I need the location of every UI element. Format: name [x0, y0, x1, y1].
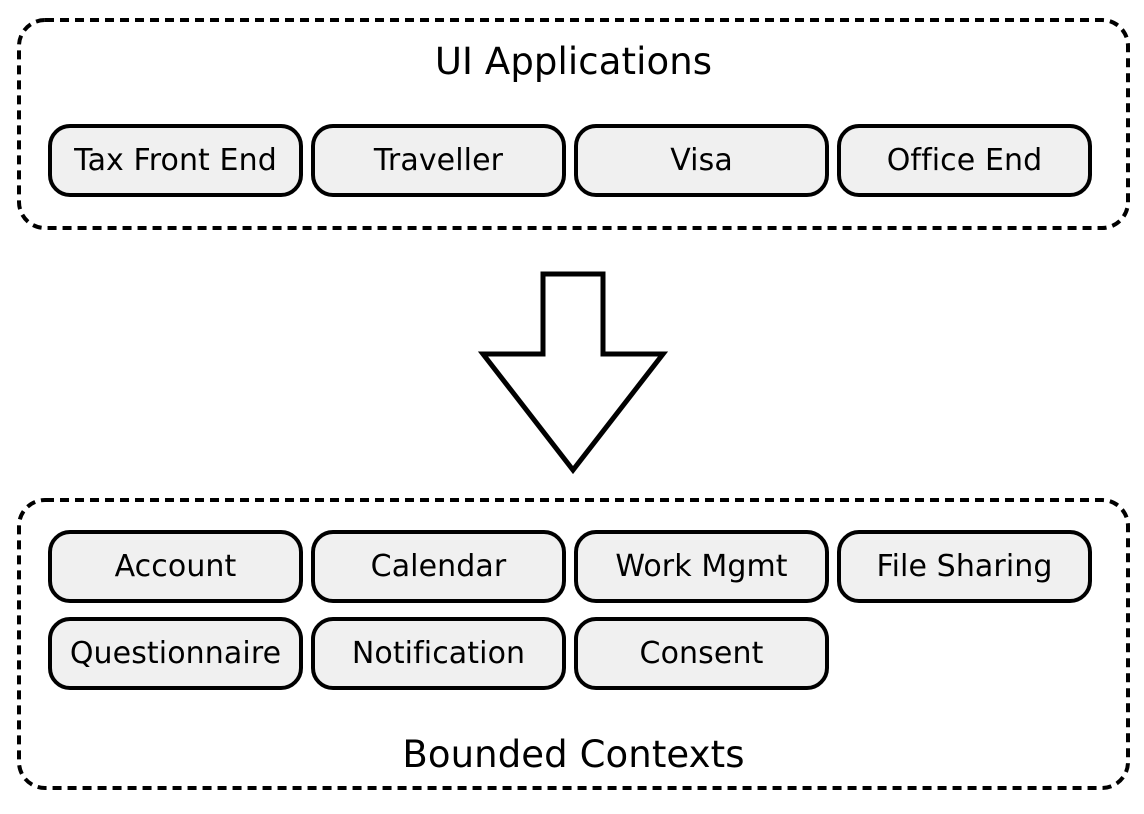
node-label: Notification	[351, 635, 526, 671]
ui-applications-title: UI Applications	[434, 40, 713, 83]
node-account[interactable]: Account	[48, 530, 303, 603]
node-label: Visa	[670, 142, 733, 178]
node-work-mgmt[interactable]: Work Mgmt	[574, 530, 829, 603]
node-label: Calendar	[370, 548, 507, 584]
node-file-sharing[interactable]: File Sharing	[837, 530, 1092, 603]
node-consent[interactable]: Consent	[574, 617, 829, 690]
node-label: File Sharing	[876, 548, 1053, 584]
node-label: Office End	[886, 142, 1043, 178]
node-label: Traveller	[373, 142, 504, 178]
node-label: Tax Front End	[74, 142, 277, 178]
bounded-contexts-group[interactable]: Bounded Contexts	[17, 498, 1130, 790]
node-calendar[interactable]: Calendar	[311, 530, 566, 603]
down-arrow	[476, 266, 670, 478]
node-label: Questionnaire	[69, 635, 282, 671]
bounded-contexts-title: Bounded Contexts	[402, 733, 745, 776]
node-tax-front-end[interactable]: Tax Front End	[48, 124, 303, 197]
node-traveller[interactable]: Traveller	[311, 124, 566, 197]
node-label: Consent	[639, 635, 764, 671]
node-office-end[interactable]: Office End	[837, 124, 1092, 197]
ui-applications-group[interactable]: UI Applications	[17, 18, 1130, 230]
node-label: Account	[114, 548, 237, 584]
bounded-contexts-group-border	[17, 498, 1130, 790]
node-label: Work Mgmt	[615, 548, 788, 584]
node-notification[interactable]: Notification	[311, 617, 566, 690]
node-visa[interactable]: Visa	[574, 124, 829, 197]
node-questionnaire[interactable]: Questionnaire	[48, 617, 303, 690]
down-arrow-icon	[477, 271, 669, 475]
ui-applications-group-border	[17, 18, 1130, 230]
